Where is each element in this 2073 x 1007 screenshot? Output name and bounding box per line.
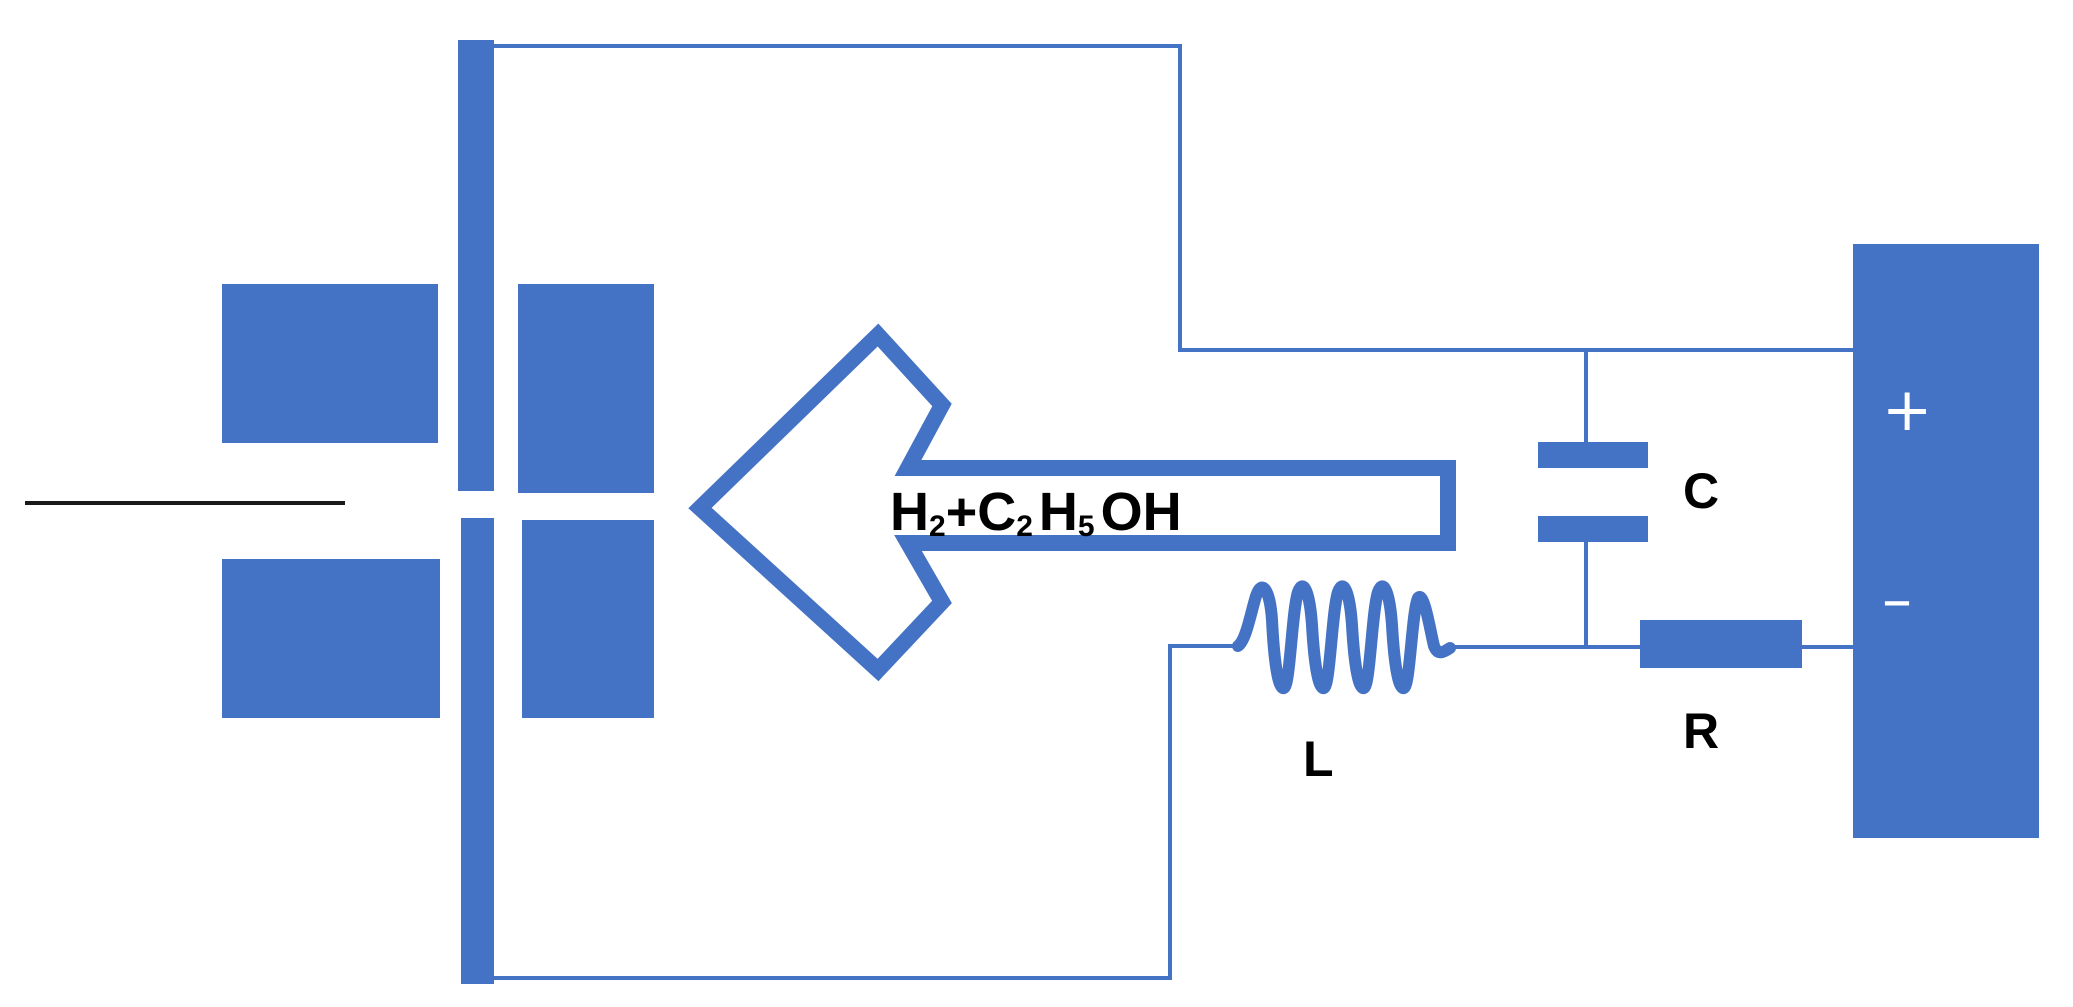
torch-block-bottom-right [522, 520, 654, 718]
bottom-wire [490, 644, 1238, 980]
top-wire [490, 44, 1853, 352]
supply-plus-label: + [1882, 375, 1932, 445]
capacitor-plate-top [1538, 442, 1648, 468]
arrow-icon [688, 323, 1456, 682]
circuit-wires [490, 44, 1853, 980]
torch-block-top-left [222, 284, 438, 443]
electrode-rod-top [458, 40, 494, 491]
resistor-symbol-icon [1640, 620, 1802, 668]
electrode-rod-bottom [461, 518, 494, 984]
capacitor-symbol-icon [1538, 442, 1648, 542]
capacitor-label: C [1683, 463, 1719, 519]
resistor-label: R [1683, 703, 1719, 759]
torch-block-top-right [518, 284, 654, 493]
torch-block-bottom-left [222, 559, 440, 718]
inductor-label: L [1303, 731, 1334, 787]
plasma-torch [222, 40, 654, 984]
supply-minus-label: – [1882, 565, 1912, 635]
dc-power-supply-icon [1853, 244, 2039, 838]
capacitor-plate-bottom [1538, 516, 1648, 542]
inductor-coil-icon [1232, 580, 1456, 694]
